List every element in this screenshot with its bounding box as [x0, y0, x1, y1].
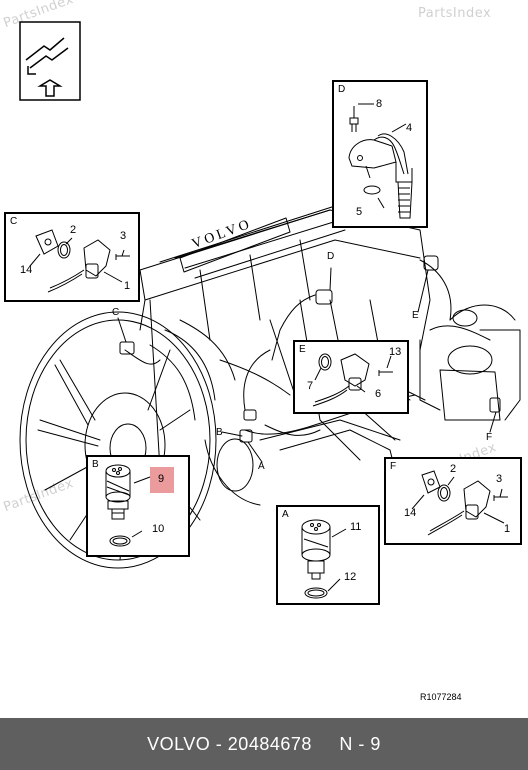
footer-brand: VOLVO	[147, 733, 211, 754]
inset-letter: D	[338, 84, 346, 95]
inset-a: A 11 12	[276, 505, 380, 605]
callout-1: 1	[124, 280, 131, 292]
callout-12: 12	[344, 571, 357, 583]
footer-bar: VOLVO - 20484678 N - 9	[0, 718, 528, 770]
engine-illustration	[19, 21, 521, 569]
callout-14: 14	[404, 507, 417, 519]
callout-4: 4	[406, 122, 413, 134]
location-letter-d: D	[327, 251, 335, 262]
drawing-reference: R1077284	[420, 692, 462, 702]
location-letter-e: E	[412, 310, 419, 321]
callout-13: 13	[389, 346, 402, 358]
callout-2: 2	[450, 463, 457, 475]
inset-letter: F	[390, 461, 397, 472]
callout-3: 3	[496, 473, 503, 485]
footer-part-number: 20484678	[227, 733, 312, 754]
location-letter-c: C	[112, 307, 120, 318]
inset-e: E 13 7 6	[293, 340, 409, 414]
inset-letter: E	[299, 344, 306, 355]
inset-c: C 2 3 14 1	[4, 212, 140, 302]
inset-letter: A	[282, 509, 289, 520]
callout-11: 11	[350, 521, 362, 533]
inset-b: B 9 10	[86, 455, 190, 557]
manual-icon	[19, 21, 81, 101]
inset-f: F 2 3 14 1	[384, 457, 522, 545]
callout-14: 14	[20, 264, 33, 276]
footer-position: N - 9	[339, 733, 381, 754]
callout-2: 2	[70, 224, 77, 236]
callout-7: 7	[307, 380, 314, 392]
callout-3: 3	[120, 230, 127, 242]
inset-letter: B	[92, 459, 99, 470]
callout-1: 1	[504, 523, 511, 535]
callout-5: 5	[356, 206, 363, 218]
callout-6: 6	[375, 388, 382, 400]
inset-letter: C	[10, 216, 18, 227]
location-letter-a: A	[258, 461, 265, 472]
inset-d: D 8 4 5	[332, 80, 428, 228]
callout-10: 10	[152, 523, 165, 535]
location-letter-f: F	[486, 432, 493, 443]
callout-8: 8	[376, 98, 383, 110]
location-letter-b: B	[216, 427, 223, 438]
footer-separator: -	[215, 733, 223, 754]
callout-9: 9	[158, 473, 165, 485]
highlighted-part-marker	[150, 467, 174, 493]
diagram-canvas: PartsIndex PartsIndex PartsIndex PartsIn…	[2, 0, 522, 702]
watermark: PartsIndex	[418, 6, 492, 21]
